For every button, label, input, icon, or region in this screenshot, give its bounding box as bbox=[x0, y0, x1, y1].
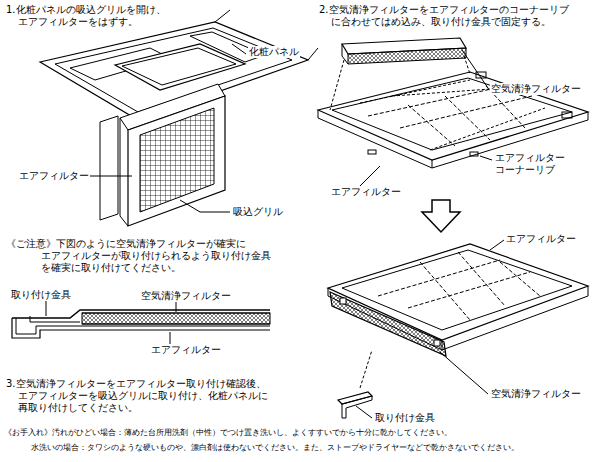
part-label: エアフィルター bbox=[18, 170, 90, 182]
step-text: 3.空気清浄フィルターをエアフィルター取り付け確認後、 bbox=[5, 378, 267, 390]
air-filter-tray bbox=[318, 72, 588, 168]
mounting-bracket bbox=[338, 350, 372, 418]
step-text: に合わせてはめ込み、取り付け金具で固定する。 bbox=[330, 16, 552, 28]
part-label: 取り付け金具 bbox=[10, 289, 72, 301]
part-label: エアフィルター bbox=[150, 344, 222, 356]
part-label: 空気清浄フィルター bbox=[490, 83, 582, 95]
part-label: エアフィルター bbox=[505, 233, 577, 245]
intake-grille bbox=[100, 84, 225, 226]
part-label: 取り付け金具 bbox=[374, 412, 436, 424]
care-text: 《お手入れ》汚れがひどい場合：薄めた台所用洗剤（中性）でつけ置き洗いし、よくすす… bbox=[3, 428, 453, 437]
step-text: 2.空気清浄フィルターをエアフィルターのコーナーリブ bbox=[318, 4, 570, 16]
step-text: エアフィルターをはずす。 bbox=[17, 16, 139, 28]
part-label: 空気清浄フィルター bbox=[140, 290, 232, 302]
part-label: 吸込グリル bbox=[232, 206, 284, 218]
air-purifier-filter bbox=[330, 38, 470, 110]
section-detail bbox=[12, 310, 270, 338]
step-text: 再取り付けしてください。 bbox=[17, 402, 139, 414]
care-text: 水洗いの場合：タワシのような硬いものや、漂白剤は使わないでください。また、ストー… bbox=[30, 443, 520, 452]
part-label: エアフィルター bbox=[494, 152, 566, 164]
part-label: コーナーリブ bbox=[494, 164, 556, 176]
assembled-filter bbox=[328, 244, 588, 356]
part-label: エアフィルター bbox=[330, 186, 402, 198]
note-text: エアフィルターが取り付けられるよう取り付け金具 bbox=[40, 250, 272, 262]
down-arrow bbox=[422, 200, 460, 232]
step-text: 1.化粧パネルの吸込グリルを開け、 bbox=[5, 4, 167, 16]
part-label: 化粧パネル bbox=[248, 46, 300, 58]
note-text: 《ご注意》下図のように空気清浄フィルターが確実に bbox=[5, 238, 247, 250]
note-text: を確実に取り付けてください。 bbox=[40, 262, 182, 274]
step-text: エアフィルターを吸込グリルに取り付け、化粧パネルに bbox=[17, 390, 269, 402]
part-label: 空気清浄フィルター bbox=[490, 388, 582, 400]
